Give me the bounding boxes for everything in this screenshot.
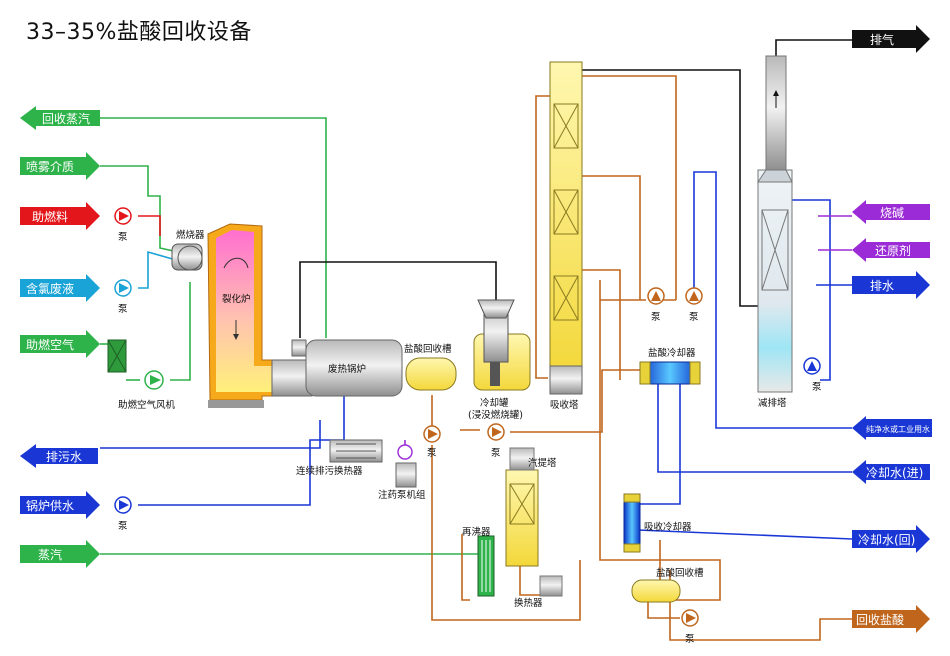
pyrolysis-furnace: 裂化炉 [207,223,291,408]
svg-text:连续排污换热器: 连续排污换热器 [296,465,363,477]
heat-exchanger: 换热器 [514,575,563,609]
pump-hcl-1: 泵 [423,425,441,459]
reboiler: 再沸器 [462,526,495,597]
dosing-pump: 注药泵机组 [378,444,426,501]
arrow-steam: 蒸汽 [20,540,100,568]
svg-text:回收盐酸: 回收盐酸 [856,612,904,627]
svg-text:含氯废液: 含氯废液 [26,281,74,296]
svg-text:减排塔: 减排塔 [758,397,787,409]
arrow-caustic: 烧碱 [852,200,930,224]
pump-quench: 泵 [487,423,505,459]
svg-text:泵: 泵 [689,312,699,323]
svg-text:泵: 泵 [651,312,661,323]
arrow-reductant: 还原剂 [852,238,930,262]
pump-abs-2: 泵 [685,287,703,323]
arrow-boiler-feed: 锅炉供水 [20,491,100,519]
arrow-recovered-hcl: 回收盐酸 [852,605,930,633]
svg-text:排水: 排水 [870,279,894,293]
svg-text:泵: 泵 [685,634,695,645]
svg-text:还原剂: 还原剂 [875,243,911,258]
arrow-exhaust: 排气 [852,25,930,53]
svg-text:泵: 泵 [118,521,128,532]
svg-text:烧碱: 烧碱 [880,206,904,220]
absorber-column: 吸收塔 [549,61,583,411]
svg-text:泵: 泵 [427,448,437,459]
arrow-spray-medium: 喷雾介质 [20,152,100,180]
svg-text:注药泵机组: 注药泵机组 [378,489,426,501]
svg-text:泵: 泵 [118,304,128,315]
arrow-cooling-back: 冷却水(回) [852,525,930,553]
pump-feed: 泵 [114,496,132,532]
absorption-cooler: 吸收冷却器 [623,493,692,553]
svg-text:泵: 泵 [491,448,501,459]
svg-text:废热锅炉: 废热锅炉 [328,363,366,375]
svg-text:吸收塔: 吸收塔 [550,399,579,411]
hcl-tank-2: 盐酸回收槽 [631,567,704,603]
waste-heat-boiler: 废热锅炉 [271,339,403,397]
svg-text:助燃空气: 助燃空气 [26,337,74,352]
svg-text:盐酸冷却器: 盐酸冷却器 [648,347,696,359]
svg-text:冷却罐: 冷却罐 [480,397,509,409]
svg-text:排气: 排气 [870,32,894,47]
svg-text:助燃空气风机: 助燃空气风机 [118,399,176,411]
pump-hcl-2: 泵 [681,609,699,645]
scrubber-column: 减排塔 [757,55,793,409]
stripper-column: 汽提塔 [505,447,557,567]
svg-text:再沸器: 再沸器 [462,526,491,538]
svg-text:排污水: 排污水 [46,450,82,464]
svg-text:回收蒸汽: 回收蒸汽 [42,111,90,126]
svg-text:泵: 泵 [118,232,128,243]
fan-air: 助燃空气风机 [118,370,176,411]
svg-text:纯净水或工业用水: 纯净水或工业用水 [866,424,930,434]
page-title: 33–35%盐酸回收设备 [26,20,252,45]
svg-text:(浸没燃烧罐): (浸没燃烧罐) [468,409,523,421]
svg-text:盐酸回收槽: 盐酸回收槽 [404,343,452,355]
pump-fuel: 泵 [114,207,132,243]
quench-tank: 冷却罐 (浸没燃烧罐) [468,299,531,421]
svg-text:盐酸回收槽: 盐酸回收槽 [656,567,704,579]
arrow-drain: 排水 [852,271,930,299]
arrow-recovered-steam: 回收蒸汽 [20,106,100,130]
svg-text:裂化炉: 裂化炉 [222,293,251,305]
blowdown-exchanger: 连续排污换热器 [296,439,383,477]
burner: 燃烧器 [171,229,205,271]
hcl-tank-1: 盐酸回收槽 [404,343,457,391]
arrow-cooling-in: 冷却水(进) [852,460,930,484]
svg-text:换热器: 换热器 [514,597,543,609]
svg-text:锅炉供水: 锅炉供水 [26,498,74,513]
svg-text:冷却水(进): 冷却水(进) [866,466,923,480]
pump-abs-1: 泵 [647,287,665,323]
arrow-combustion-air: 助燃空气 [20,330,100,358]
svg-text:喷雾介质: 喷雾介质 [26,160,74,174]
pump-scrubber: 泵 [803,357,822,393]
pipes [100,39,853,641]
svg-text:汽提塔: 汽提塔 [528,457,557,469]
arrow-aux-fuel: 助燃料 [20,202,100,230]
arrow-pure-water: 纯净水或工业用水 [852,416,932,440]
hcl-cooler: 盐酸冷却器 [639,347,701,385]
svg-text:助燃料: 助燃料 [32,209,68,224]
svg-text:泵: 泵 [812,382,822,393]
svg-text:蒸汽: 蒸汽 [38,547,62,562]
arrow-chlorine-waste: 含氯废液 [20,274,100,302]
svg-text:燃烧器: 燃烧器 [176,229,205,241]
svg-text:冷却水(回): 冷却水(回) [858,533,915,547]
svg-text:吸收冷却器: 吸收冷却器 [644,521,692,533]
arrow-blowdown-water: 排污水 [20,444,98,468]
pump-waste: 泵 [114,279,132,315]
